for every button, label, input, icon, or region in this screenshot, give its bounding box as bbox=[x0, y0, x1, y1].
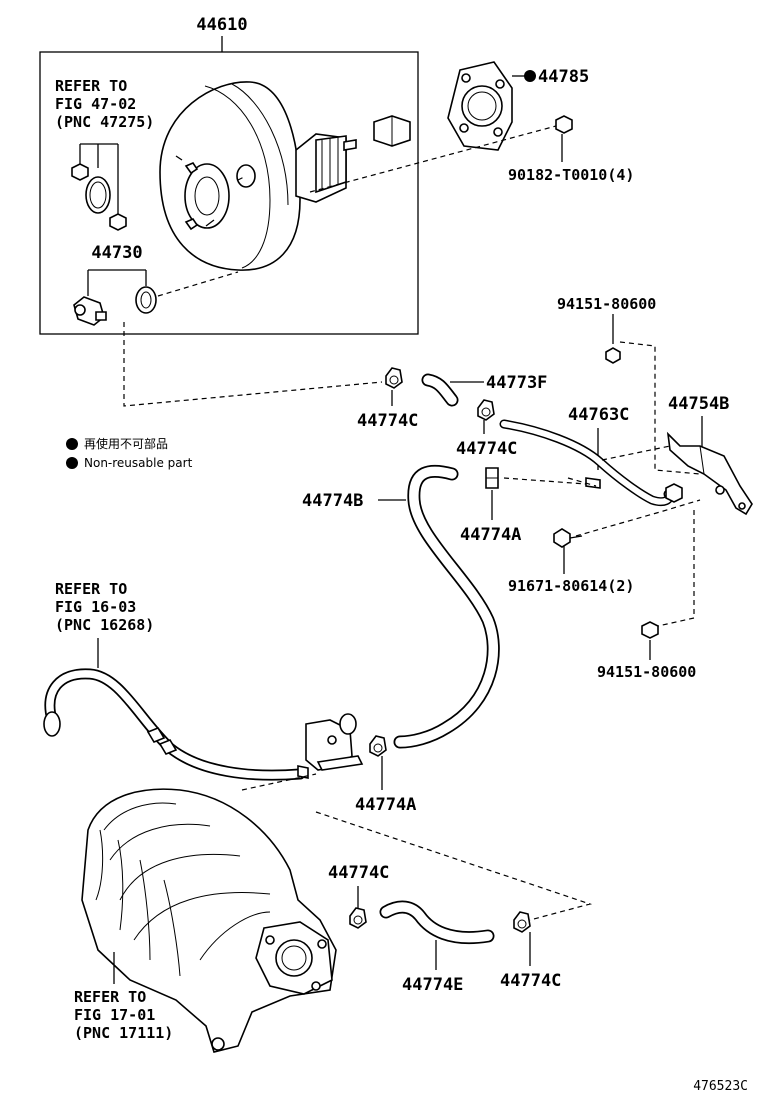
refer-fig-16-03-line2[interactable]: FIG 16-03 bbox=[55, 598, 136, 616]
bolt-91671 bbox=[553, 528, 583, 548]
label-44774B[interactable]: 44774B bbox=[302, 491, 363, 511]
legend-non-reusable-en: Non-reusable part bbox=[84, 456, 193, 470]
non-reusable-marker-44785 bbox=[524, 70, 536, 82]
label-44774C-b[interactable]: 44774C bbox=[456, 439, 517, 459]
refer-fig-17-01-line1[interactable]: REFER TO bbox=[74, 988, 146, 1006]
hose-44774B bbox=[393, 464, 500, 749]
bracket-44754B bbox=[666, 431, 753, 516]
label-44774C-d[interactable]: 44774C bbox=[500, 971, 561, 991]
hose-44774E bbox=[379, 900, 495, 945]
legend-dot-en bbox=[66, 457, 78, 469]
refer-fig-47-02-line2[interactable]: FIG 47-02 bbox=[55, 95, 136, 113]
clip-44774C-middle bbox=[477, 399, 495, 421]
nut-small-2 bbox=[109, 213, 127, 231]
label-44754B[interactable]: 44754B bbox=[668, 394, 729, 414]
brake-booster bbox=[159, 81, 357, 271]
refer-fig-16-03-line3[interactable]: (PNC 16268) bbox=[55, 616, 154, 634]
refer-fig-47-02-line3[interactable]: (PNC 47275) bbox=[55, 113, 154, 131]
label-44774A-b[interactable]: 44774A bbox=[355, 795, 416, 815]
label-44773F[interactable]: 44773F bbox=[486, 373, 547, 393]
label-44730[interactable]: 44730 bbox=[91, 243, 142, 263]
vacuum-pipe bbox=[43, 668, 364, 781]
label-44774A-a[interactable]: 44774A bbox=[460, 525, 521, 545]
check-valve bbox=[73, 296, 107, 326]
label-44610[interactable]: 44610 bbox=[196, 15, 247, 35]
clip-44774A-upper bbox=[485, 467, 499, 489]
hose-44763C bbox=[499, 419, 683, 507]
label-44774E[interactable]: 44774E bbox=[402, 975, 463, 995]
label-44785[interactable]: 44785 bbox=[538, 67, 589, 87]
hose-44773F bbox=[421, 373, 459, 407]
refer-fig-17-01-line2[interactable]: FIG 17-01 bbox=[74, 1006, 155, 1024]
bolt-94151-top bbox=[605, 347, 621, 364]
label-44774C-c[interactable]: 44774C bbox=[328, 863, 389, 883]
legend-dot-jp bbox=[66, 438, 78, 450]
label-44763C[interactable]: 44763C bbox=[568, 405, 629, 425]
refer-fig-47-02-line1[interactable]: REFER TO bbox=[55, 77, 127, 95]
illustration-code: 476523C bbox=[693, 1079, 748, 1094]
label-94151-bottom[interactable]: 94151-80600 bbox=[597, 663, 696, 681]
clip-44774C-lower-left bbox=[349, 907, 367, 929]
booster-assembly-group: 44610 REFER TO FIG 47-02 (PNC 47275) 447… bbox=[39, 15, 419, 335]
clip-44774A-lower bbox=[369, 735, 387, 757]
clip-44774C-lower-right bbox=[513, 911, 531, 933]
legend-non-reusable-jp: 再使用不可部品 bbox=[84, 436, 168, 451]
nut-90182 bbox=[555, 115, 573, 134]
intake-manifold bbox=[81, 788, 337, 1053]
label-94151-top[interactable]: 94151-80600 bbox=[557, 295, 656, 313]
grommet bbox=[135, 286, 157, 314]
nut-small-1 bbox=[71, 163, 89, 181]
refer-fig-17-01-line3[interactable]: (PNC 17111) bbox=[74, 1024, 173, 1042]
clevis-bracket bbox=[373, 115, 411, 147]
bolt-94151-bottom bbox=[641, 621, 659, 639]
label-90182[interactable]: 90182-T0010(4) bbox=[508, 166, 634, 184]
label-91671[interactable]: 91671-80614(2) bbox=[508, 577, 634, 595]
gasket-44785 bbox=[447, 61, 513, 151]
refer-fig-16-03-line1[interactable]: REFER TO bbox=[55, 580, 127, 598]
label-44774C-a[interactable]: 44774C bbox=[357, 411, 418, 431]
clip-44774C-upper bbox=[385, 367, 403, 389]
